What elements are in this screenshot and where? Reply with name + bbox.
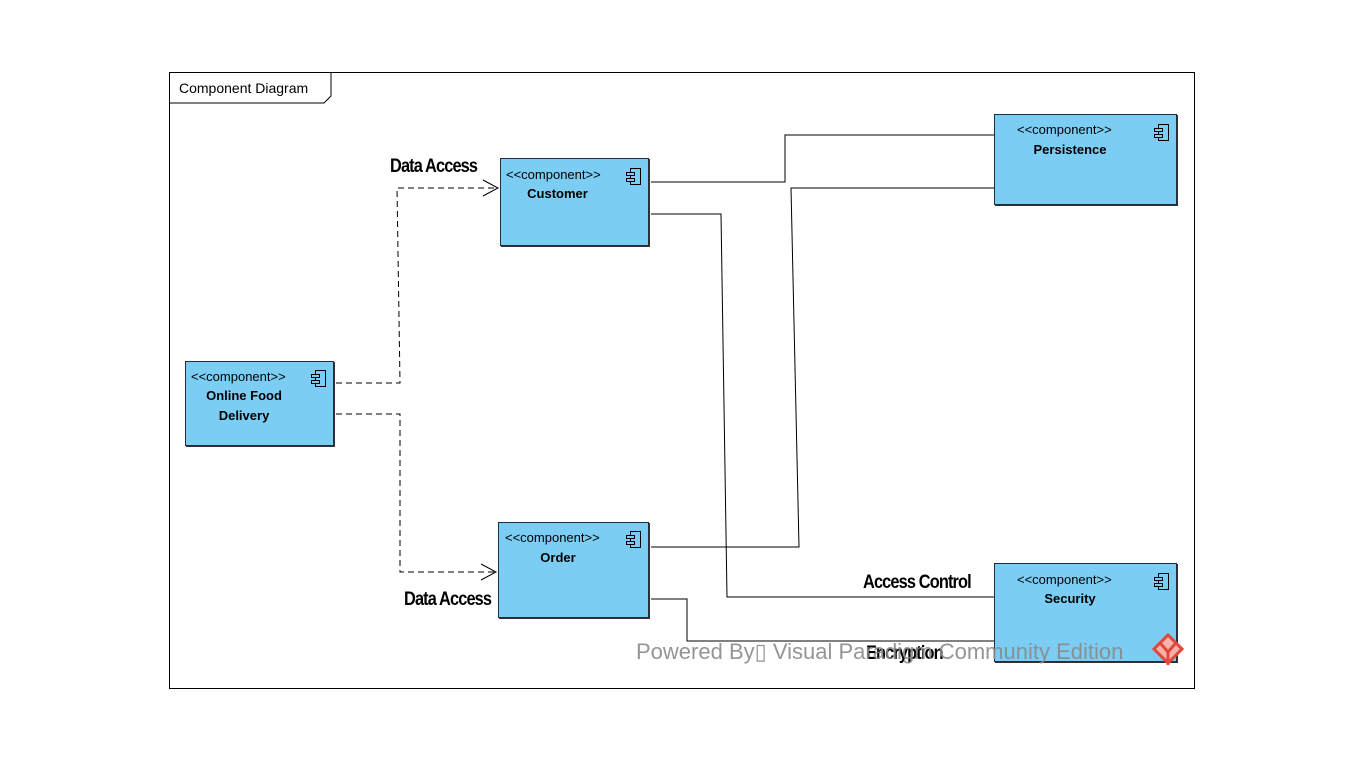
connector-label-data-access-top: Data Access — [390, 156, 478, 177]
component-icon — [311, 370, 326, 387]
component-security[interactable]: <<component>> Security — [994, 563, 1177, 662]
dependency-arrow-customer — [482, 179, 500, 197]
stereotype-label: <<component>> — [1017, 122, 1112, 137]
connector-label-data-access-bottom: Data Access — [404, 589, 492, 610]
frame-title: Component Diagram — [179, 80, 309, 96]
dependency-line-order — [336, 413, 496, 573]
connector-label-access-control: Access Control — [863, 572, 972, 593]
stereotype-label: <<component>> — [191, 369, 286, 384]
component-icon — [1154, 573, 1169, 590]
component-name: Persistence — [1033, 142, 1107, 157]
component-name: Security — [1044, 591, 1096, 606]
connector-order-persistence — [651, 187, 995, 548]
connector-customer-security — [651, 213, 995, 598]
component-icon — [1154, 124, 1169, 141]
visual-paradigm-logo-icon — [1151, 632, 1185, 666]
watermark-text: Powered By▯ Visual Paradigm Community Ed… — [636, 639, 1124, 664]
dependency-arrow-order — [480, 563, 498, 581]
connector-order-security — [651, 598, 995, 642]
component-name: Customer — [527, 186, 588, 201]
connector-label-encryption: Encryption — [866, 643, 944, 664]
diagram-frame — [169, 72, 1195, 689]
component-name: Online Food Delivery — [206, 388, 282, 423]
component-order[interactable]: <<component>> Order — [498, 522, 649, 618]
component-customer[interactable]: <<component>> Customer — [500, 158, 649, 246]
component-icon — [626, 168, 641, 185]
dependency-line-customer — [336, 187, 498, 384]
stereotype-label: <<component>> — [505, 530, 600, 545]
component-persistence[interactable]: <<component>> Persistence — [994, 114, 1177, 205]
component-icon — [626, 531, 641, 548]
component-online-food-delivery[interactable]: <<component>> Online Food Delivery — [185, 361, 334, 446]
component-name: Order — [540, 550, 576, 565]
stereotype-label: <<component>> — [506, 167, 601, 182]
frame-title-tab — [169, 72, 332, 104]
stereotype-label: <<component>> — [1017, 572, 1112, 587]
connector-customer-persistence — [651, 134, 995, 183]
